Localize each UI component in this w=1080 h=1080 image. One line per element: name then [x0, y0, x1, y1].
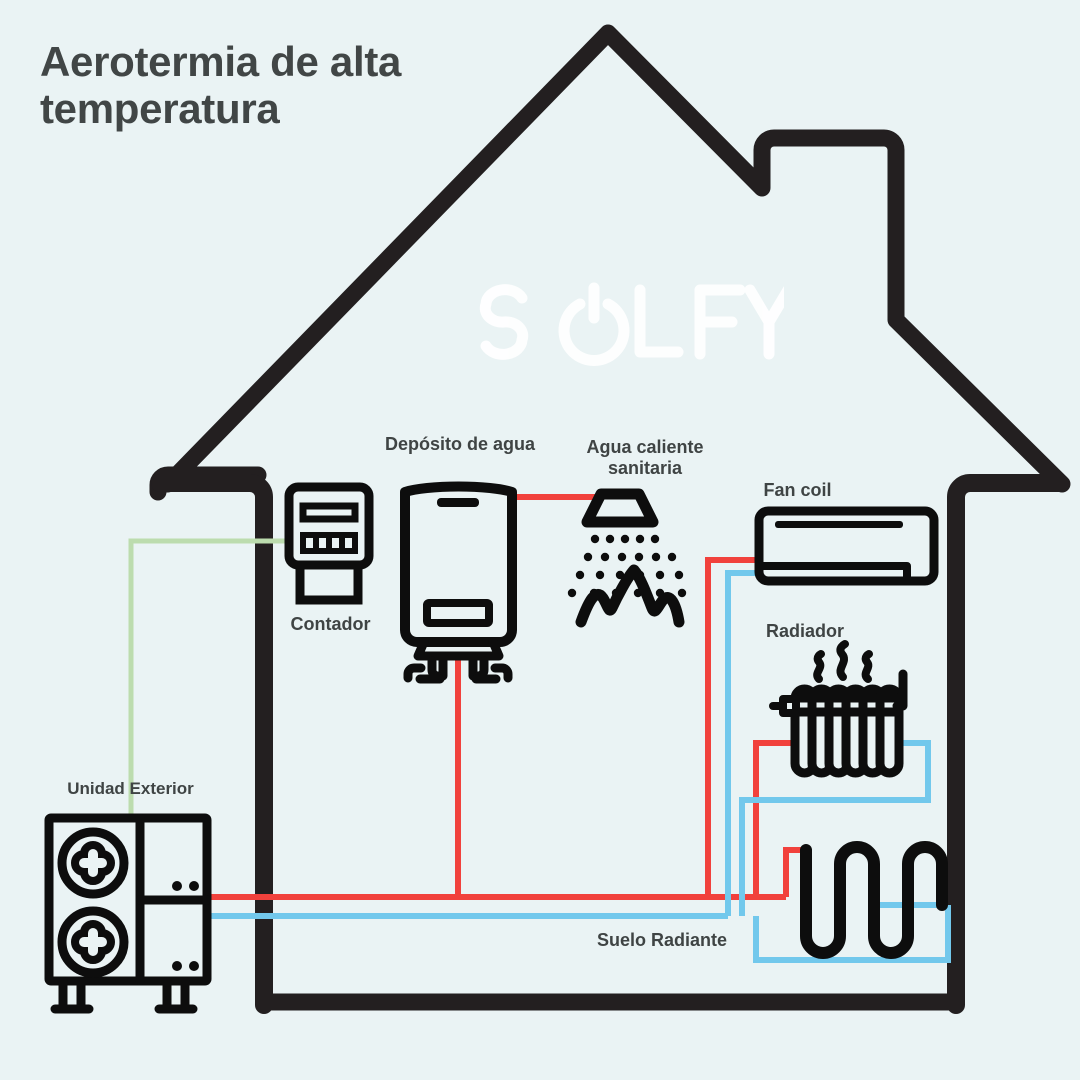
red-branch-to-radiator: [753, 740, 800, 897]
meter-base: [295, 560, 363, 605]
page-title: Aerotermia de alta temperatura: [40, 38, 402, 133]
label-unidad-exterior: Unidad Exterior: [67, 779, 194, 798]
meter-display-bar: [299, 502, 359, 523]
fancoil-top-grille: [775, 521, 903, 528]
water-tank-top-indicator: [437, 498, 479, 507]
shower-water-splash: [575, 564, 685, 628]
shower-head-icon: [581, 488, 659, 528]
underfloor-coil-icon: [800, 841, 948, 959]
blue-underfloor-circuit-path: [753, 905, 951, 963]
outdoor-unit-indicator-dots: [172, 881, 199, 971]
radiator-heat-waves-icon: [813, 640, 873, 683]
outdoor-unit-fan-bottom-icon: [57, 906, 129, 978]
radiator-headers: [792, 693, 902, 717]
label-fan-coil: Fan coil: [763, 480, 832, 500]
label-deposito-de-agua: Depósito de agua: [384, 434, 536, 454]
radiator-pipe-right: [892, 669, 908, 711]
meter-digit-group: [300, 532, 358, 554]
fancoil-bottom-vent-divider: [759, 562, 911, 581]
label-suelo-radiante: Suelo Radiante: [596, 930, 728, 950]
radiator-valve-left-icon: [769, 695, 800, 717]
label-contador: Contador: [290, 614, 371, 634]
solfy-watermark-logo: [479, 282, 784, 366]
water-tank-pipe-fittings: [403, 637, 513, 684]
blue-return-from-radiator: [739, 740, 931, 916]
red-riser-to-fancoil: [705, 557, 772, 897]
outdoor-unit-fan-top-icon: [57, 827, 129, 899]
outdoor-unit-legs: [50, 976, 198, 1014]
water-tank-control-panel: [423, 599, 493, 627]
label-radiador: Radiador: [765, 621, 844, 641]
left-eave-and-wall: [151, 474, 273, 1014]
right-eave-and-wall: [947, 474, 1069, 1014]
label-agua-caliente-sanitaria: Agua caliente sanitaria: [586, 437, 704, 479]
electric-line-green: [128, 538, 291, 827]
